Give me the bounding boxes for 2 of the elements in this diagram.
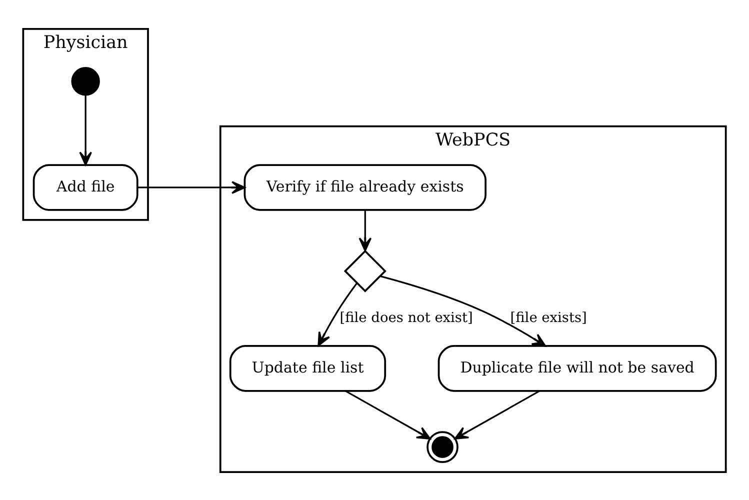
edge-label: [file exists] [510, 310, 587, 326]
edge-label: [file does not exist] [340, 310, 473, 326]
